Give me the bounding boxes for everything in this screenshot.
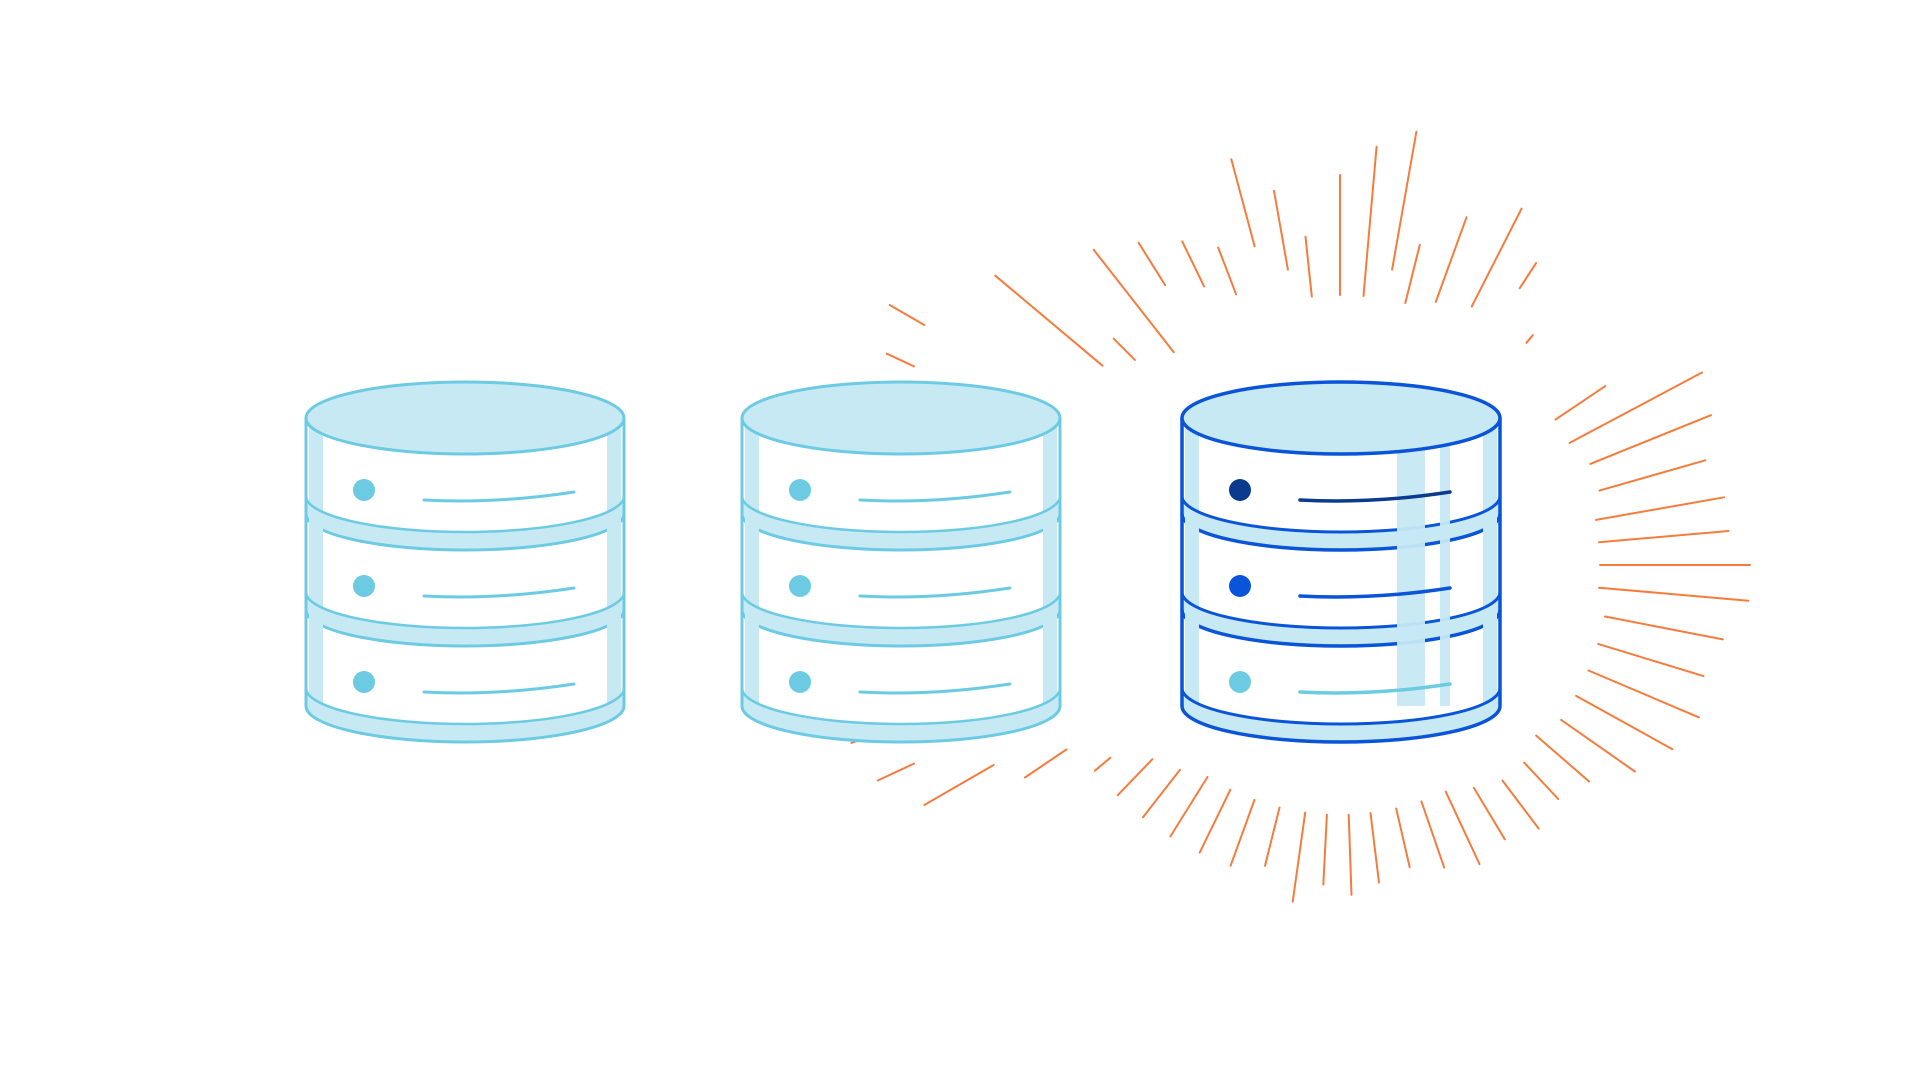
burst-ray [1587, 669, 1700, 719]
status-dot [1229, 671, 1251, 693]
status-dot [353, 575, 375, 597]
burst-ray [1198, 788, 1232, 854]
burst-ray [1362, 145, 1378, 297]
status-dot [1229, 479, 1251, 501]
burst-ray [1181, 240, 1206, 288]
label-line [422, 490, 576, 503]
label-line [1298, 682, 1452, 695]
database-lid [1180, 380, 1502, 456]
burst-ray [1024, 748, 1068, 779]
burst-ray [1525, 334, 1534, 344]
burst-ray [1560, 718, 1636, 773]
burst-ray [1472, 786, 1506, 841]
burst-ray [1137, 241, 1167, 287]
database-lid [740, 380, 1062, 456]
label-line [1298, 490, 1452, 503]
burst-ray [1598, 586, 1750, 602]
burst-ray [1116, 758, 1154, 797]
burst-ray [1595, 496, 1726, 521]
database-icon-highlighted [1180, 380, 1502, 744]
burst-ray [923, 764, 995, 806]
burst-ray [1575, 694, 1674, 751]
burst-ray [1093, 756, 1112, 772]
burst-ray [1523, 761, 1560, 800]
database-icon [304, 380, 626, 744]
burst-ray [1554, 385, 1607, 421]
burst-ray [1501, 779, 1540, 830]
database-lid [304, 380, 626, 456]
label-line [1298, 586, 1452, 599]
burst-ray [1444, 790, 1481, 866]
burst-ray [1589, 414, 1712, 465]
status-dot [789, 575, 811, 597]
label-line [422, 586, 576, 599]
status-dot [789, 671, 811, 693]
database-icon [740, 380, 1062, 744]
status-dot [789, 479, 811, 501]
burst-ray [1169, 776, 1209, 838]
burst-ray [1598, 459, 1707, 492]
burst-ray [1229, 798, 1256, 867]
burst-ray [1434, 216, 1468, 303]
status-dot [1229, 575, 1251, 597]
burst-ray [1322, 813, 1328, 886]
burst-ray [888, 304, 926, 326]
burst-ray [1092, 248, 1175, 354]
burst-ray [1470, 207, 1523, 308]
burst-ray [1391, 130, 1418, 271]
burst-ray [1347, 813, 1353, 896]
burst-ray [1404, 243, 1421, 304]
burst-ray [1217, 246, 1238, 296]
status-dot [353, 671, 375, 693]
burst-ray [885, 352, 915, 368]
burst-ray [1230, 158, 1256, 248]
burst-ray [1112, 337, 1136, 361]
label-line [422, 682, 576, 695]
burst-ray [1273, 189, 1289, 271]
burst-ray [1304, 235, 1313, 298]
burst-ray [1535, 734, 1591, 783]
status-dot [353, 479, 375, 501]
burst-ray [1291, 811, 1307, 903]
burst-ray [1142, 768, 1181, 819]
burst-ray [1420, 800, 1446, 869]
burst-ray [1568, 371, 1703, 444]
label-line [858, 490, 1012, 503]
burst-ray [1518, 262, 1538, 290]
burst-ray [1597, 642, 1705, 678]
burst-ray [994, 274, 1104, 367]
burst-ray [1598, 530, 1730, 544]
burst-ray [1264, 806, 1281, 867]
burst-ray [1604, 615, 1724, 641]
burst-ray [1395, 807, 1411, 869]
burst-ray [876, 762, 915, 782]
label-line [858, 586, 1012, 599]
burst-ray [1369, 812, 1380, 884]
label-line [858, 682, 1012, 695]
